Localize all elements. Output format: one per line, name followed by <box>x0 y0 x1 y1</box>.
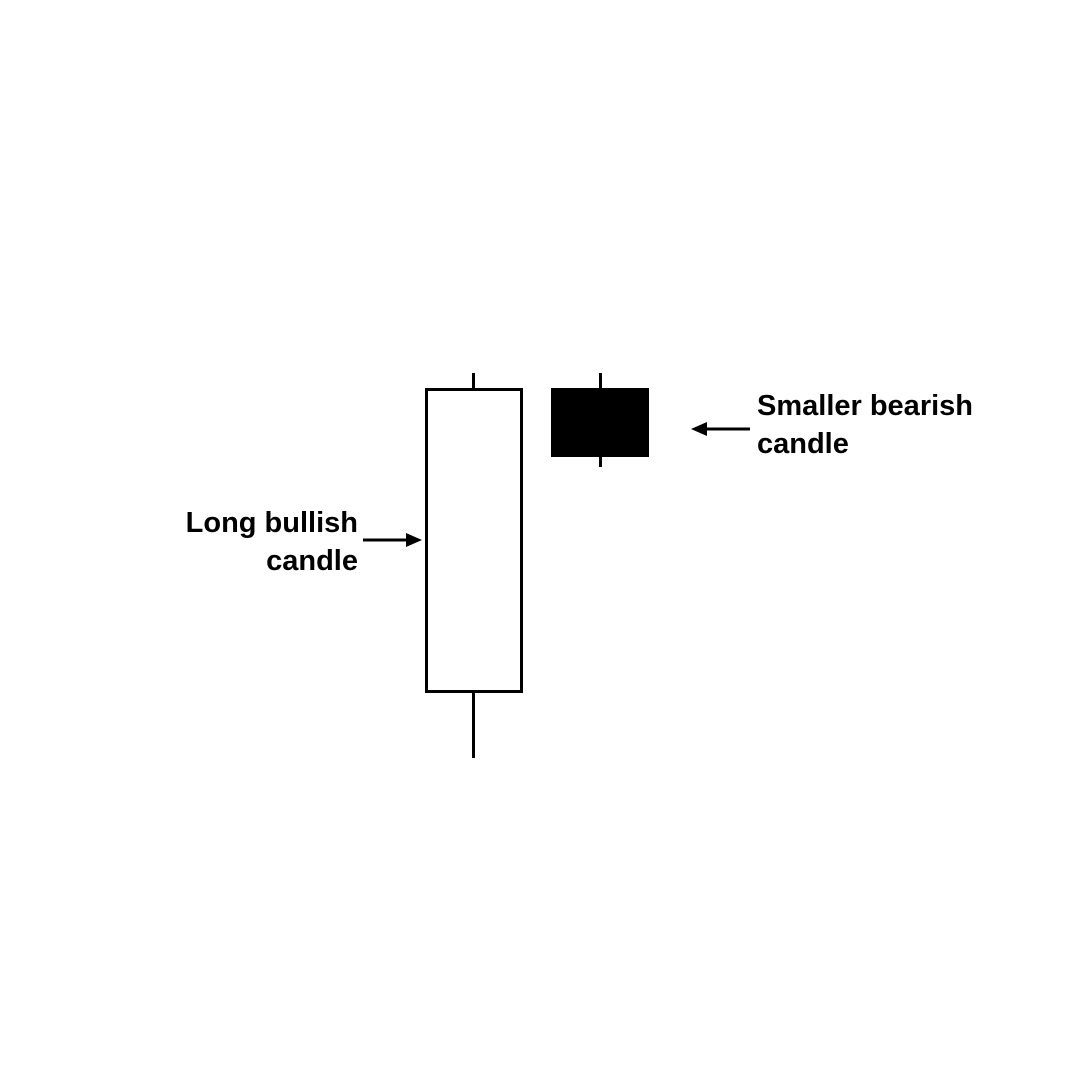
arrow-left-icon <box>691 422 750 436</box>
long-bullish-label-line1: Long bullish <box>185 507 358 539</box>
bearish-candle-lower-wick <box>599 457 602 467</box>
arrow-right-icon <box>363 533 422 547</box>
bullish-candle-upper-wick <box>472 373 475 388</box>
smaller-bearish-candle-label: Smaller bearish candle <box>757 387 1047 463</box>
bearish-candle-upper-wick <box>599 373 602 388</box>
bullish-candle-lower-wick <box>472 693 475 758</box>
smaller-bearish-label-line2: candle <box>757 428 849 460</box>
smaller-bearish-label-line1: Smaller bearish <box>757 390 973 422</box>
long-bullish-candle-body <box>425 388 523 693</box>
smaller-bearish-candle-body <box>551 388 649 457</box>
long-bullish-label-line2: candle <box>266 545 358 577</box>
long-bullish-candle-label: Long bullish candle <box>120 504 358 580</box>
